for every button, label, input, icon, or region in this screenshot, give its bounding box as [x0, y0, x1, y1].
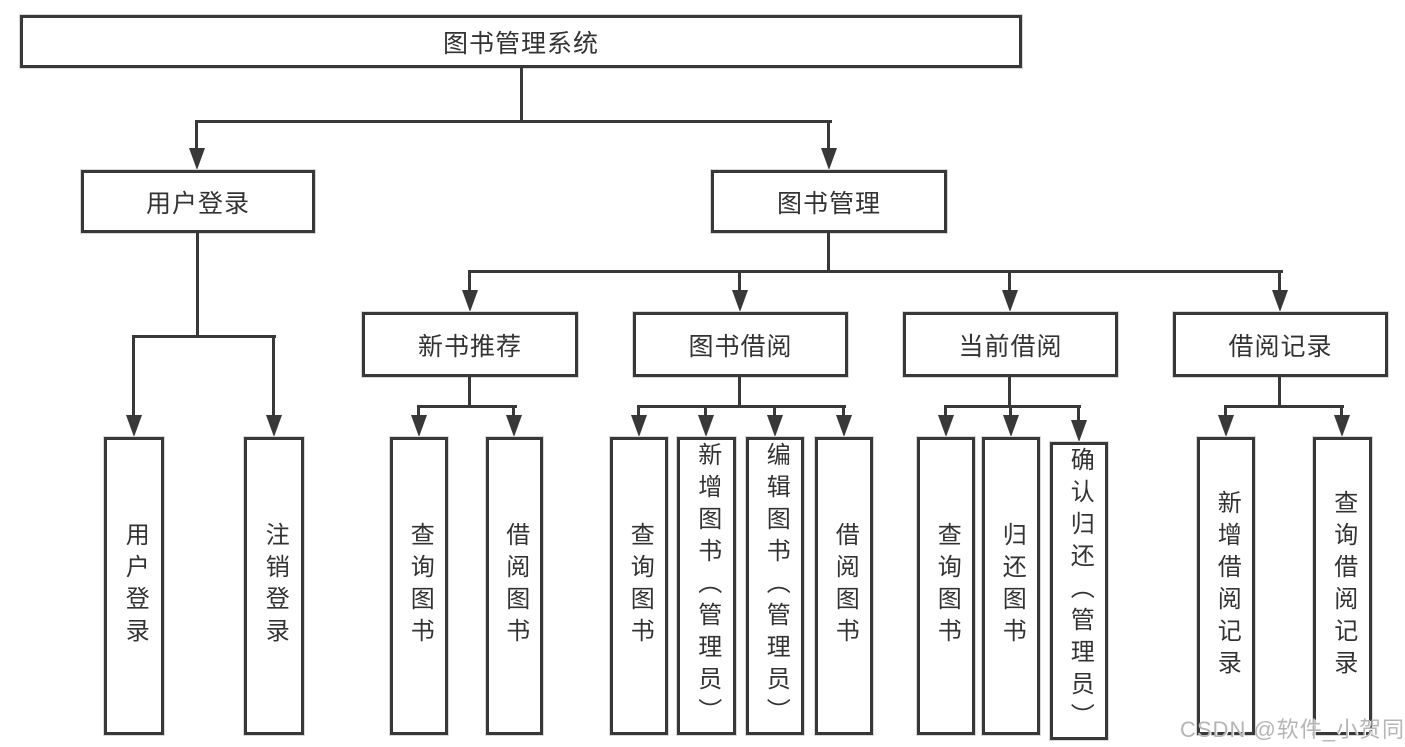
node-new-book-recommend: 新书推荐 [362, 312, 578, 377]
node-user-login: 用户登录 [81, 170, 315, 233]
connector-line [704, 405, 707, 417]
connector-line [773, 405, 776, 417]
leaf-query-borrow-record: 查询借阅记录 [1313, 437, 1372, 735]
leaf-label: 注销登录 [261, 522, 289, 650]
node-label: 图书管理 [776, 189, 881, 218]
leaf-label: 查询借阅记录 [1329, 490, 1357, 682]
arrow-down-icon [411, 415, 427, 437]
node-label: 新书推荐 [417, 332, 522, 361]
leaf-logout: 注销登录 [244, 437, 304, 735]
leaf-label: 查询图书 [933, 522, 961, 650]
node-book-management: 图书管理 [711, 170, 947, 233]
connector-line [417, 405, 517, 408]
connector-line [944, 405, 1081, 408]
connector-line [1340, 405, 1343, 417]
connector-line [1278, 270, 1281, 292]
leaf-edit-book-admin: 编辑图书（管理员） [746, 437, 804, 735]
arrow-down-icon [1003, 415, 1019, 437]
connector-line [944, 405, 947, 417]
connector-line [132, 335, 276, 338]
node-root: 图书管理系统 [20, 15, 1022, 68]
connector-line [1278, 377, 1281, 408]
arrow-down-icon [462, 290, 478, 312]
arrow-down-icon [938, 415, 954, 437]
leaf-add-book-admin: 新增图书（管理员） [677, 437, 736, 735]
connector-line [468, 270, 471, 292]
leaf-label: 确认归还（管理员） [1066, 447, 1094, 735]
connector-line [1008, 270, 1011, 292]
node-current-borrow: 当前借阅 [903, 312, 1118, 377]
connector-line [827, 120, 830, 150]
leaf-add-borrow-record: 新增借阅记录 [1197, 437, 1255, 735]
leaf-borrow-books-2: 借阅图书 [815, 437, 873, 735]
leaf-query-books-2: 查询图书 [610, 437, 668, 735]
node-label: 图书借阅 [688, 332, 793, 361]
arrow-down-icon [266, 415, 282, 437]
connector-line [637, 405, 846, 408]
connector-line [1009, 405, 1012, 417]
leaf-label: 新增借阅记录 [1213, 490, 1241, 682]
connector-line [272, 335, 275, 417]
arrow-down-icon [732, 290, 748, 312]
connector-line [132, 335, 135, 417]
connector-line [738, 270, 741, 292]
connector-line [1077, 405, 1080, 422]
node-book-borrow: 图书借阅 [633, 312, 848, 377]
leaf-query-books-1: 查询图书 [390, 437, 448, 735]
connector-line [195, 120, 198, 150]
arrow-down-icon [631, 415, 647, 437]
connector-line [842, 405, 845, 417]
connector-line [468, 270, 1283, 273]
leaf-label: 借阅图书 [831, 522, 859, 650]
leaf-borrow-books-1: 借阅图书 [486, 437, 543, 735]
connector-line [196, 233, 199, 337]
node-label: 借阅记录 [1228, 332, 1333, 361]
arrow-down-icon [1272, 290, 1288, 312]
node-label: 用户登录 [145, 189, 250, 218]
connector-line [1224, 405, 1344, 408]
connector-line [196, 120, 832, 123]
arrow-down-icon [1218, 415, 1234, 437]
leaf-query-books-3: 查询图书 [917, 437, 975, 735]
arrow-down-icon [767, 415, 783, 437]
node-borrow-records: 借阅记录 [1173, 312, 1388, 377]
arrow-down-icon [126, 415, 142, 437]
node-label: 图书管理系统 [442, 29, 599, 58]
leaf-return-books: 归还图书 [982, 437, 1040, 735]
leaf-label: 编辑图书（管理员） [762, 442, 790, 730]
csdn-watermark: CSDN @软件_小贺同学 [1180, 717, 1405, 742]
leaf-label: 借阅图书 [501, 522, 529, 650]
connector-line [637, 405, 640, 417]
node-label: 当前借阅 [958, 332, 1063, 361]
connector-line [1224, 405, 1227, 417]
connector-line [827, 233, 830, 272]
leaf-label: 用户登录 [121, 522, 149, 650]
connector-line [520, 68, 523, 120]
connector-line [738, 377, 741, 408]
connector-line [512, 405, 515, 417]
connector-line [417, 405, 420, 417]
arrow-down-icon [506, 415, 522, 437]
arrow-down-icon [1334, 415, 1350, 437]
arrow-down-icon [698, 415, 714, 437]
arrow-down-icon [836, 415, 852, 437]
leaf-label: 归还图书 [998, 522, 1026, 650]
connector-line [468, 377, 471, 408]
leaf-label: 查询图书 [626, 522, 654, 650]
leaf-label: 查询图书 [406, 522, 434, 650]
arrow-down-icon [1071, 420, 1087, 442]
arrow-down-icon [821, 148, 837, 170]
connector-line [1008, 377, 1011, 408]
leaf-confirm-return-admin: 确认归还（管理员） [1050, 442, 1108, 740]
arrow-down-icon [189, 148, 205, 170]
leaf-user-login: 用户登录 [104, 437, 164, 735]
leaf-label: 新增图书（管理员） [693, 442, 721, 730]
arrow-down-icon [1002, 290, 1018, 312]
